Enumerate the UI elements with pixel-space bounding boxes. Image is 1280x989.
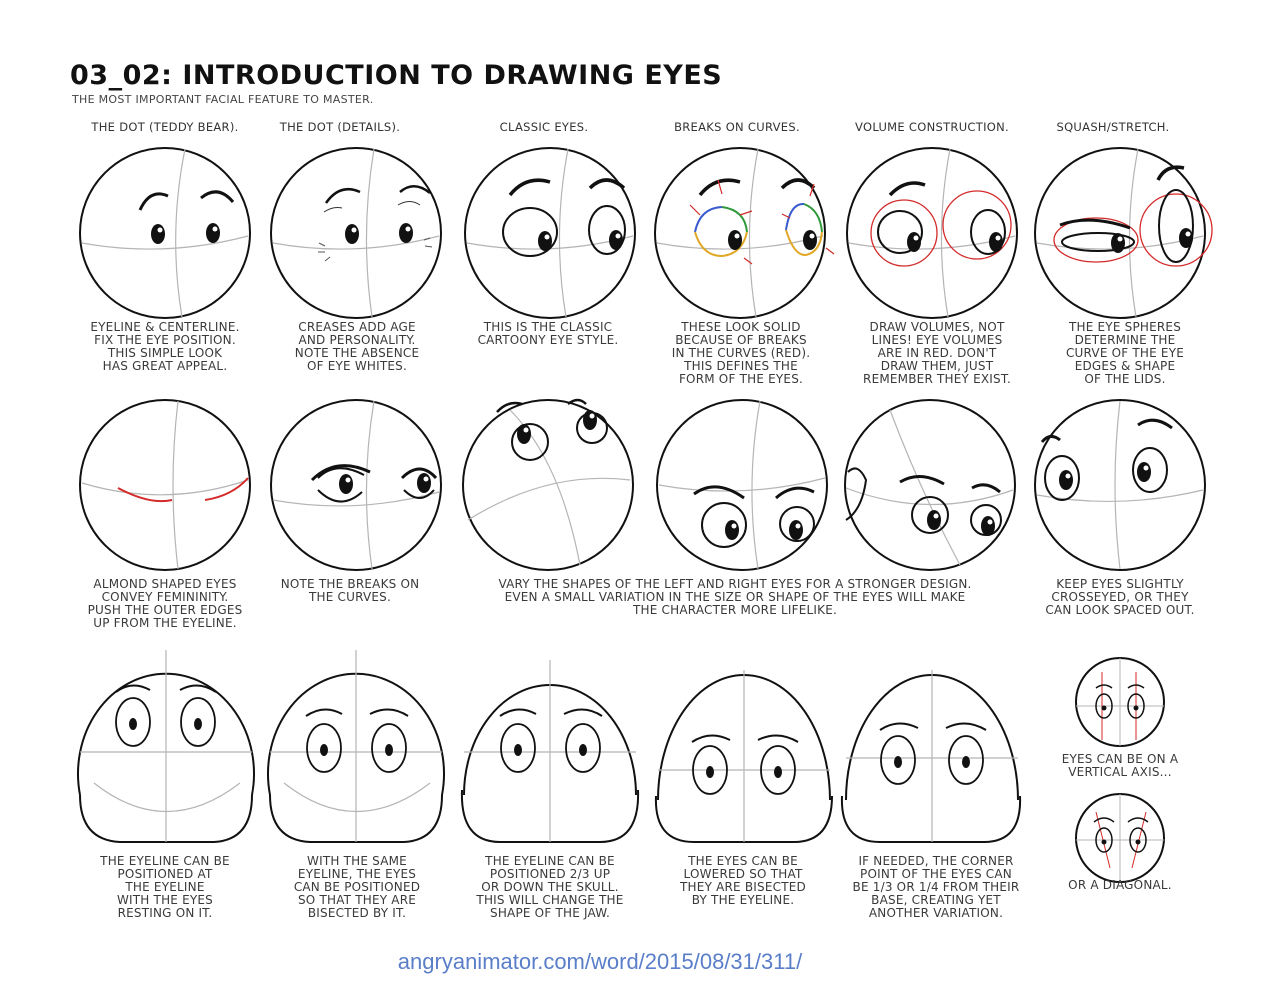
- header-dot-details: THE DOT (DETAILS).: [279, 120, 401, 134]
- skull-corner-point-variation: [840, 670, 1022, 843]
- caption-almond-eyes: ALMOND SHAPED EYES CONVEY FEMININITY. PU…: [87, 577, 243, 630]
- caption-breaks-solid: THESE LOOK SOLID BECAUSE OF BREAKS IN TH…: [671, 320, 811, 386]
- small-head-diagonal: [1075, 793, 1165, 883]
- source-url-link[interactable]: angryanimator.com/word/2015/08/31/311/: [397, 949, 803, 974]
- header-classic-eyes: CLASSIC EYES.: [499, 120, 589, 134]
- caption-two-thirds: THE EYELINE CAN BE POSITIONED 2/3 UP OR …: [476, 854, 624, 920]
- sphere-almond-eyes: [79, 399, 251, 571]
- sphere-looking-up: [462, 398, 634, 571]
- caption-eyeline-centerline: EYELINE & CENTERLINE. FIX THE EYE POSITI…: [90, 320, 240, 373]
- header-breaks-on-curves: BREAKS ON CURVES.: [674, 120, 800, 134]
- caption-draw-volumes: DRAW VOLUMES, NOT LINES! EYE VOLUMES ARE…: [863, 320, 1011, 386]
- skull-eyeline-two-thirds: [460, 660, 640, 843]
- caption-classic-style: THIS IS THE CLASSIC CARTOONY EYE STYLE.: [477, 320, 619, 347]
- sphere-note-breaks: [270, 399, 442, 571]
- sphere-dot-details: [270, 147, 442, 319]
- sphere-teddy-bear: [79, 147, 251, 319]
- caption-note-breaks: NOTE THE BREAKS ON THE CURVES.: [280, 577, 420, 604]
- caption-vertical-axis: EYES CAN BE ON A VERTICAL AXIS...: [1061, 752, 1179, 779]
- caption-vary-shapes: VARY THE SHAPES OF THE LEFT AND RIGHT EY…: [498, 577, 972, 617]
- sphere-crosseyed: [1034, 399, 1206, 571]
- header-volume-construction: VOLUME CONSTRUCTION.: [855, 120, 1009, 134]
- sphere-classic-eyes: [464, 147, 636, 319]
- skull-eyes-resting-on-eyeline: [77, 650, 255, 843]
- page-title: 03_02: INTRODUCTION TO DRAWING EYES: [70, 60, 723, 91]
- skull-eyes-bisected-same-line: [267, 650, 445, 843]
- caption-resting-on-eyeline: THE EYELINE CAN BE POSITIONED AT THE EYE…: [100, 854, 230, 920]
- caption-crosseyed: KEEP EYES SLIGHTLY CROSSEYED, OR THEY CA…: [1045, 577, 1195, 617]
- sphere-squash-stretch: [1034, 147, 1213, 319]
- caption-bisected-same-eyeline: WITH THE SAME EYELINE, THE EYES CAN BE P…: [293, 854, 421, 920]
- caption-eye-spheres: THE EYE SPHERES DETERMINE THE CURVE OF T…: [1065, 320, 1185, 386]
- caption-lowered-bisected: THE EYES CAN BE LOWERED SO THAT THEY ARE…: [680, 854, 806, 907]
- caption-diagonal: OR A DIAGONAL.: [1068, 878, 1172, 892]
- sphere-varied-eyes: [656, 399, 828, 571]
- sphere-volume-construction: [846, 147, 1018, 319]
- caption-corner-point: IF NEEDED, THE CORNER POINT OF THE EYES …: [852, 854, 1020, 920]
- skull-eyes-lowered: [654, 670, 833, 843]
- caption-creases: CREASES ADD AGE AND PERSONALITY. NOTE TH…: [294, 320, 420, 373]
- header-teddy-bear: THE DOT (TEDDY BEAR).: [91, 120, 239, 134]
- small-head-vertical-axis: [1075, 657, 1165, 747]
- header-squash-stretch: SQUASH/STRETCH.: [1056, 120, 1170, 134]
- sphere-side-view: [844, 399, 1016, 571]
- sphere-breaks-on-curves: [654, 147, 835, 319]
- page-subtitle: THE MOST IMPORTANT FACIAL FEATURE TO MAS…: [72, 93, 374, 106]
